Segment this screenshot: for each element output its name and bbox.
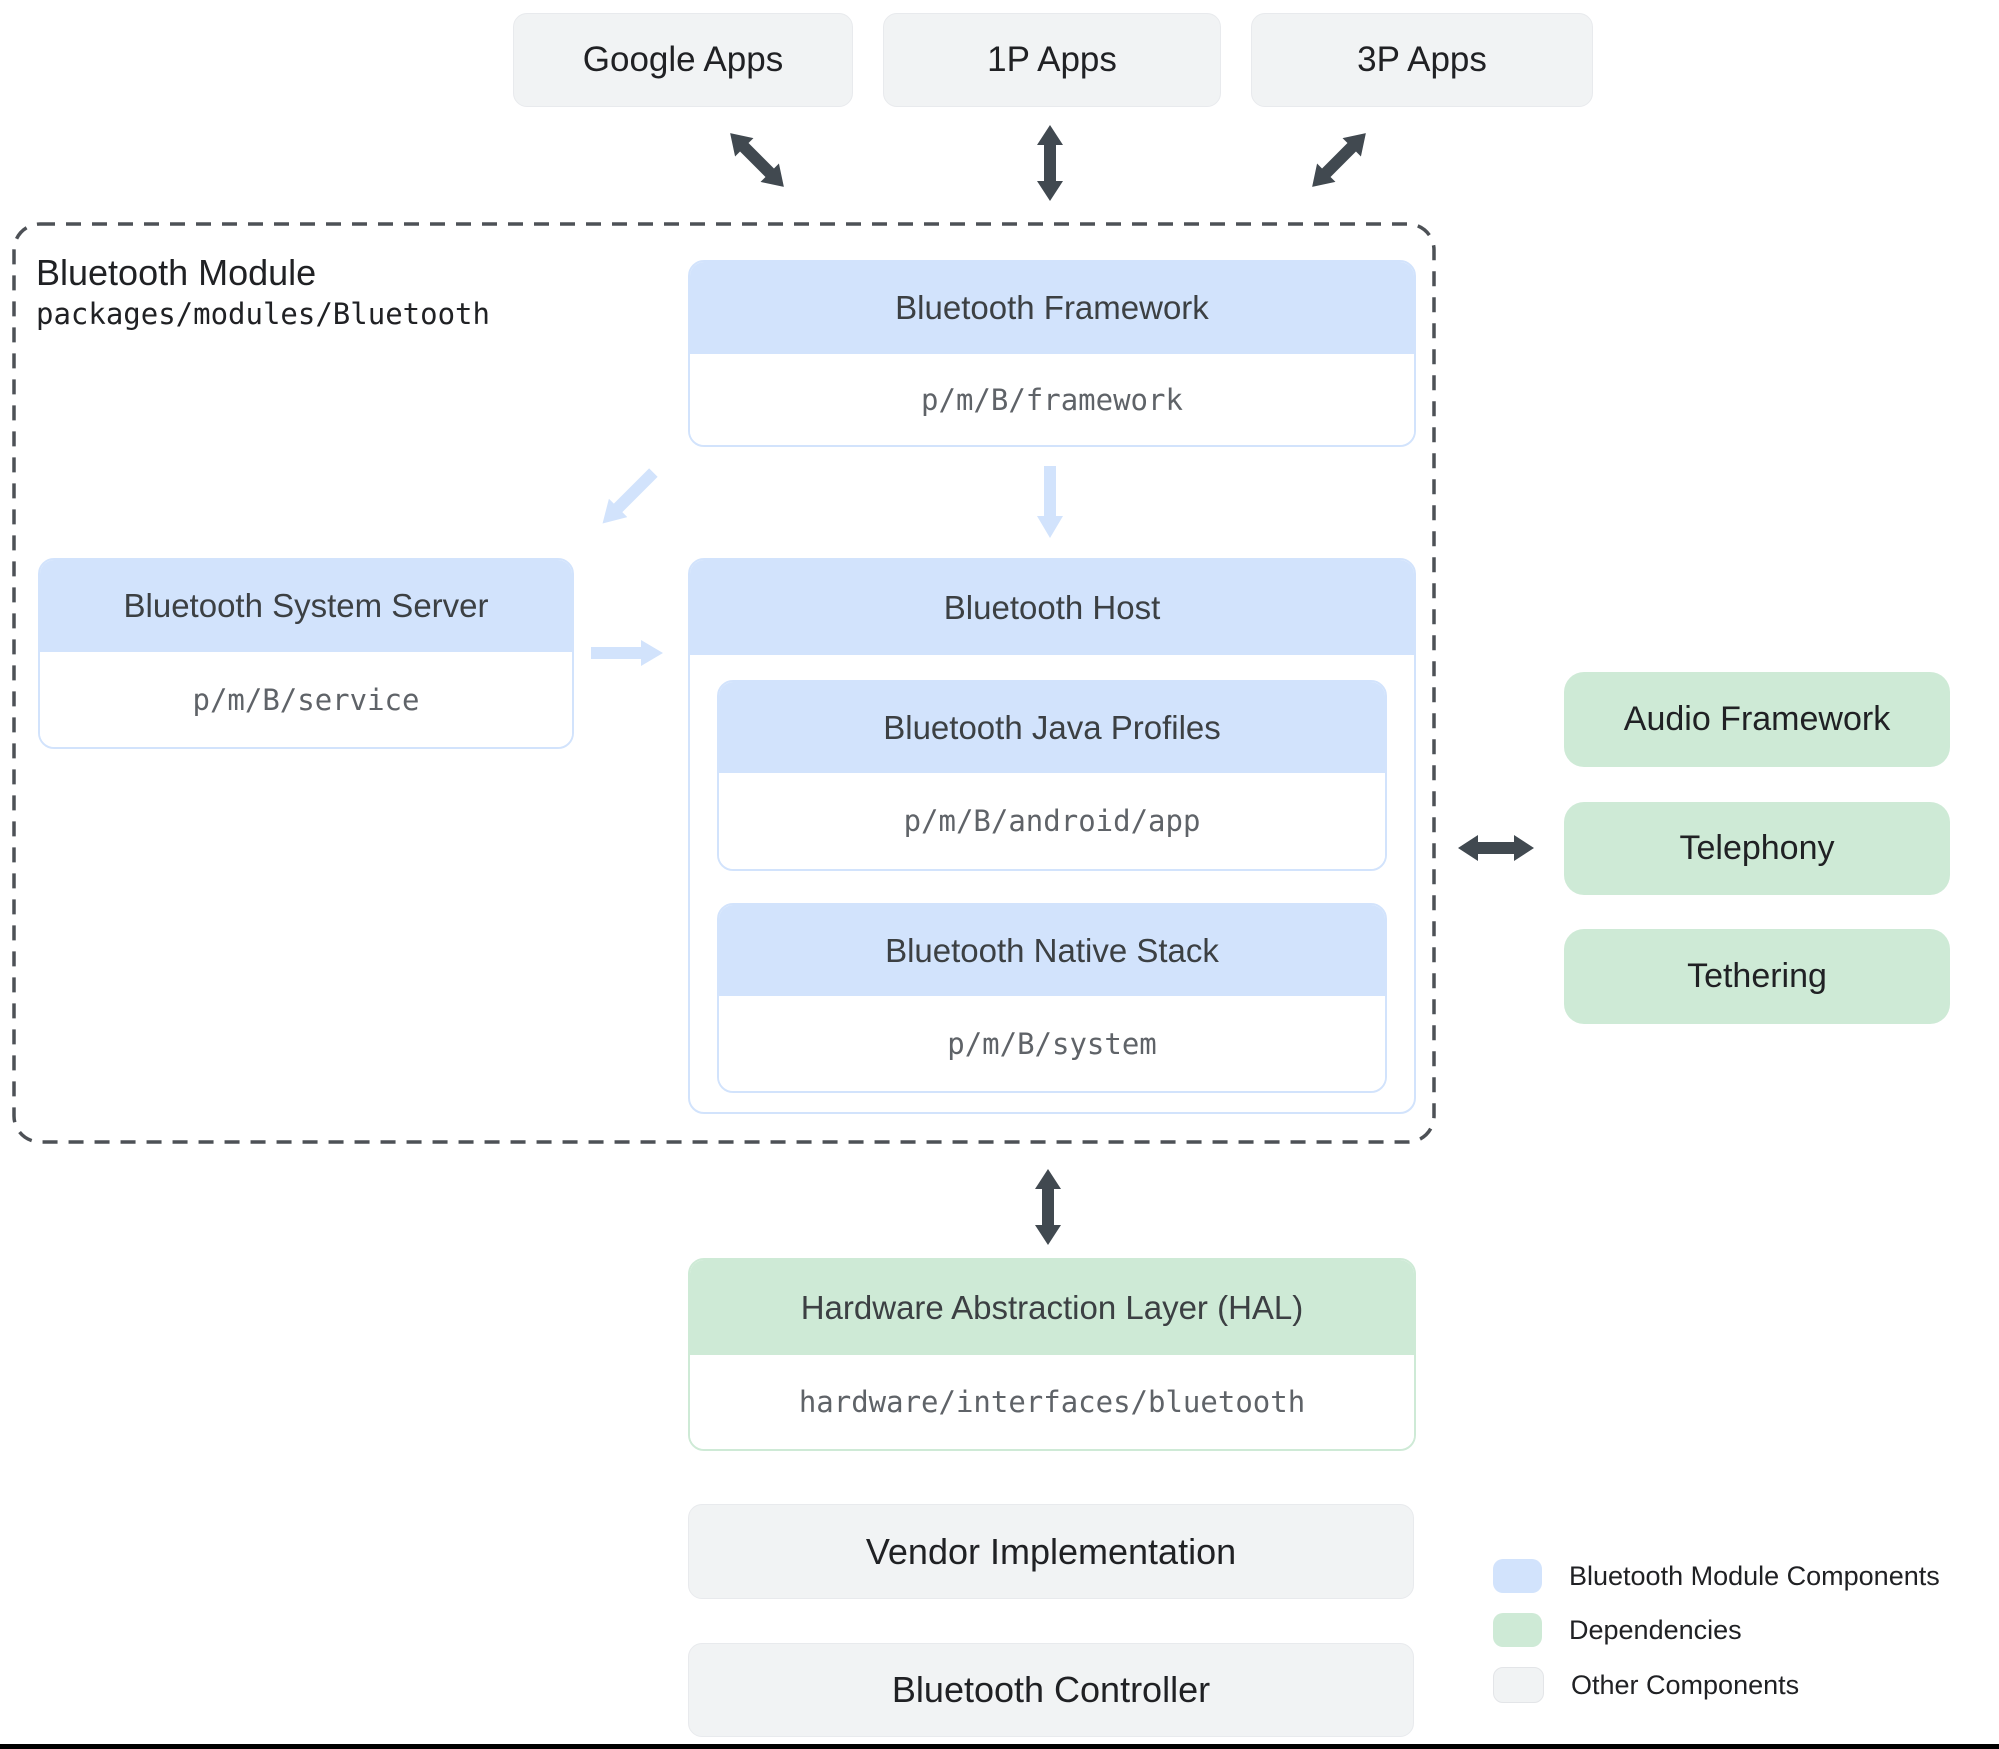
module-path: packages/modules/Bluetooth [36, 297, 490, 331]
bottom-edge-bar [0, 1744, 1999, 1749]
right-arrow-icon [591, 640, 663, 666]
framework-title: Bluetooth Framework [690, 262, 1414, 354]
arrow-1p-apps-module [1037, 125, 1063, 201]
arrow-system-server-host [591, 640, 663, 666]
legend-item: Other Components [1493, 1667, 1940, 1703]
dependency-box-audio-framework: Audio Framework [1564, 672, 1950, 767]
system-server-box: Bluetooth System Server p/m/B/service [38, 558, 574, 749]
legend-swatch-module-components [1493, 1559, 1542, 1593]
double-arrow-icon [1312, 133, 1366, 187]
hal-path: hardware/interfaces/bluetooth [690, 1355, 1414, 1449]
legend-label: Dependencies [1569, 1614, 1742, 1645]
arrow-framework-host [1037, 466, 1063, 538]
module-title: Bluetooth Module [36, 252, 317, 293]
native-stack-title: Bluetooth Native Stack [719, 905, 1385, 996]
framework-path: p/m/B/framework [690, 354, 1414, 445]
legend-swatch-dependencies [1493, 1613, 1542, 1647]
host-body: Bluetooth Java Profiles p/m/B/android/ap… [690, 655, 1414, 1093]
legend-swatch-other-components [1493, 1667, 1544, 1703]
double-arrow-icon [1458, 835, 1534, 861]
java-profiles-title: Bluetooth Java Profiles [719, 682, 1385, 773]
legend-item: Bluetooth Module Components [1493, 1559, 1940, 1593]
bluetooth-controller-box: Bluetooth Controller [688, 1643, 1414, 1737]
hal-box: Hardware Abstraction Layer (HAL) hardwar… [688, 1258, 1416, 1451]
double-arrow-icon [1035, 1169, 1061, 1245]
google-apps-box: Google Apps [513, 13, 853, 107]
java-profiles-path: p/m/B/android/app [719, 773, 1385, 869]
legend-label: Bluetooth Module Components [1569, 1560, 1940, 1591]
framework-box: Bluetooth Framework p/m/B/framework [688, 260, 1416, 447]
down-arrow-icon [602, 468, 658, 524]
host-title: Bluetooth Host [690, 560, 1414, 655]
native-stack-box: Bluetooth Native Stack p/m/B/system [717, 903, 1387, 1093]
hal-title: Hardware Abstraction Layer (HAL) [690, 1260, 1414, 1355]
double-arrow-icon [730, 133, 784, 187]
arrow-framework-system-server [602, 468, 658, 524]
dependency-box-telephony: Telephony [1564, 802, 1950, 895]
arrow-google-apps-module [730, 133, 784, 187]
dependency-box-tethering: Tethering [1564, 929, 1950, 1024]
third-party-apps-box: 3P Apps [1251, 13, 1593, 107]
arrow-module-dependencies [1458, 835, 1534, 861]
first-party-apps-box: 1P Apps [883, 13, 1221, 107]
legend-item: Dependencies [1493, 1613, 1940, 1647]
arrow-module-hal [1035, 1169, 1061, 1245]
host-box: Bluetooth Host Bluetooth Java Profiles p… [688, 558, 1416, 1114]
legend-label: Other Components [1571, 1669, 1800, 1700]
double-arrow-icon [1037, 125, 1063, 201]
java-profiles-box: Bluetooth Java Profiles p/m/B/android/ap… [717, 680, 1387, 871]
system-server-title: Bluetooth System Server [40, 560, 572, 652]
system-server-path: p/m/B/service [40, 652, 572, 747]
arrow-3p-apps-module [1312, 133, 1366, 187]
vendor-implementation-box: Vendor Implementation [688, 1504, 1414, 1599]
native-stack-path: p/m/B/system [719, 996, 1385, 1091]
module-title-block: Bluetooth Module packages/modules/Blueto… [36, 250, 490, 334]
down-arrow-icon [1037, 466, 1063, 538]
legend: Bluetooth Module Components Dependencies… [1493, 1559, 1940, 1703]
